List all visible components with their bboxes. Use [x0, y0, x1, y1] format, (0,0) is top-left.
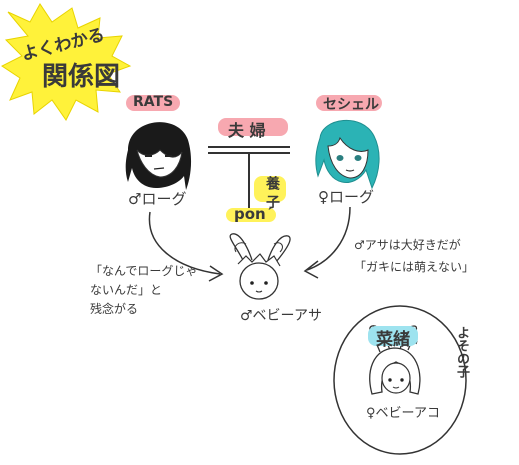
- left-arrow: [148, 211, 221, 275]
- rats-face: [125, 122, 192, 190]
- right-arrow-head: [303, 260, 319, 279]
- couple-label: 夫 婦: [228, 121, 266, 140]
- left-note-line1: 「なんでローグじゃ: [90, 264, 198, 278]
- couple-highlight: [218, 118, 288, 136]
- rats-tag-highlight: [126, 95, 180, 111]
- seychelle-face: [315, 120, 380, 190]
- nao-name: ♀ベビーアコ: [366, 406, 441, 421]
- title-line2: 関係図: [42, 62, 121, 92]
- left-note-line2: ないんだ」と: [90, 283, 163, 297]
- nao-circle: [333, 305, 467, 455]
- pon-highlight: [226, 208, 276, 222]
- left-arrow-head: [208, 265, 224, 282]
- left-note-line3: 残念がる: [90, 302, 139, 316]
- nao-tag-highlight: [368, 326, 418, 346]
- title-burst-shape: [1, 3, 132, 121]
- seychelle-tag-highlight: [316, 95, 382, 111]
- nao-side-label: よその子: [454, 326, 469, 378]
- adopted-highlight: [254, 176, 286, 202]
- nao-tag: 菜緒: [376, 330, 410, 350]
- seychelle-name: ♀ローグ: [318, 188, 374, 206]
- seychelle-tag: セシェル: [323, 97, 379, 113]
- right-arrow: [306, 206, 351, 271]
- rats-name: ♂ローグ: [128, 190, 187, 208]
- baby-asa-name: ♂ベビーアサ: [240, 308, 322, 324]
- right-note-line1: ♂アサは大好きだが: [354, 238, 461, 252]
- rats-tag: RATS: [133, 94, 174, 110]
- baby-asa-face: [229, 233, 291, 300]
- pon-label: pon´: [234, 205, 274, 223]
- right-note-line2: 「ガキには萌えない」: [354, 260, 475, 274]
- adopted-label: 養 子: [264, 176, 280, 209]
